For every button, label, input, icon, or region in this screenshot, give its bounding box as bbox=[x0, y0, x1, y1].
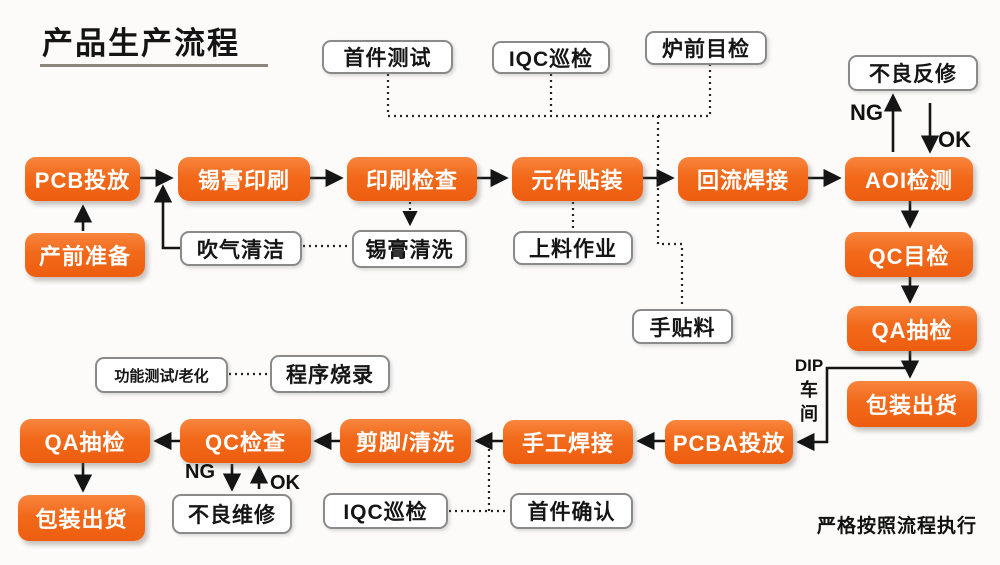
node-solder-paste-cleaning: 锡膏清洗 bbox=[352, 230, 467, 268]
label-ng-top: NG bbox=[850, 100, 883, 125]
node-pre-production-prep: 产前准备 bbox=[25, 233, 145, 277]
node-pcb-release: PCB投放 bbox=[25, 157, 140, 201]
node-qc-inspection: QC检查 bbox=[180, 419, 311, 463]
node-packing-shipping-bottom: 包装出货 bbox=[18, 495, 145, 541]
node-iqc-patrol-top: IQC巡检 bbox=[492, 41, 610, 74]
node-aoi-inspection: AOI检测 bbox=[845, 157, 973, 201]
node-qa-sampling-right: QA抽检 bbox=[847, 306, 977, 351]
node-qa-sampling-bottom: QA抽检 bbox=[20, 419, 150, 463]
node-first-article-test: 首件测试 bbox=[322, 40, 453, 74]
arrow-dip-branch-to-pcba bbox=[796, 366, 910, 452]
dotted-bus-to-manualplace bbox=[656, 116, 684, 306]
node-qc-visual-inspection: QC目检 bbox=[845, 232, 973, 277]
label-dip-line1: DIP bbox=[794, 356, 824, 375]
label-dip-workshop: DIP 车 间 bbox=[789, 354, 829, 426]
node-component-placement: 元件贴装 bbox=[512, 157, 643, 201]
node-functional-test-aging: 功能测试/老化 bbox=[95, 357, 228, 393]
node-first-article-confirm: 首件确认 bbox=[510, 493, 633, 529]
node-pcba-release: PCBA投放 bbox=[665, 420, 793, 464]
node-reflow-soldering: 回流焊接 bbox=[678, 157, 808, 201]
arrow-airblow-join bbox=[153, 184, 180, 250]
node-air-blow-cleaning: 吹气清洁 bbox=[180, 231, 302, 266]
node-defect-rework: 不良反修 bbox=[848, 55, 978, 91]
node-printing-inspection: 印刷检查 bbox=[347, 157, 477, 201]
node-defect-repair: 不良维修 bbox=[172, 494, 292, 534]
node-loading-operation: 上料作业 bbox=[513, 231, 633, 265]
page-title: 产品生产流程 bbox=[42, 26, 240, 61]
label-ok-bottom: OK bbox=[270, 472, 300, 494]
footer-note: 严格按照流程执行 bbox=[817, 516, 978, 537]
label-dip-line3: 间 bbox=[800, 404, 818, 424]
node-manual-soldering: 手工焊接 bbox=[503, 420, 633, 464]
label-ng-bottom: NG bbox=[185, 461, 215, 483]
node-program-burning: 程序烧录 bbox=[270, 355, 390, 393]
title-underline bbox=[40, 64, 268, 67]
node-iqc-patrol-bottom: IQC巡检 bbox=[323, 493, 448, 529]
label-dip-line2: 车 bbox=[800, 380, 818, 400]
node-solder-paste-printing: 锡膏印刷 bbox=[178, 157, 310, 201]
node-lead-cutting-cleaning: 剪脚/清洗 bbox=[340, 419, 471, 463]
node-pre-furnace-inspection: 炉前目检 bbox=[645, 31, 767, 65]
node-manual-placement: 手贴料 bbox=[632, 309, 733, 344]
node-packing-shipping-right: 包装出货 bbox=[847, 381, 977, 427]
label-ok-top: OK bbox=[938, 127, 971, 152]
